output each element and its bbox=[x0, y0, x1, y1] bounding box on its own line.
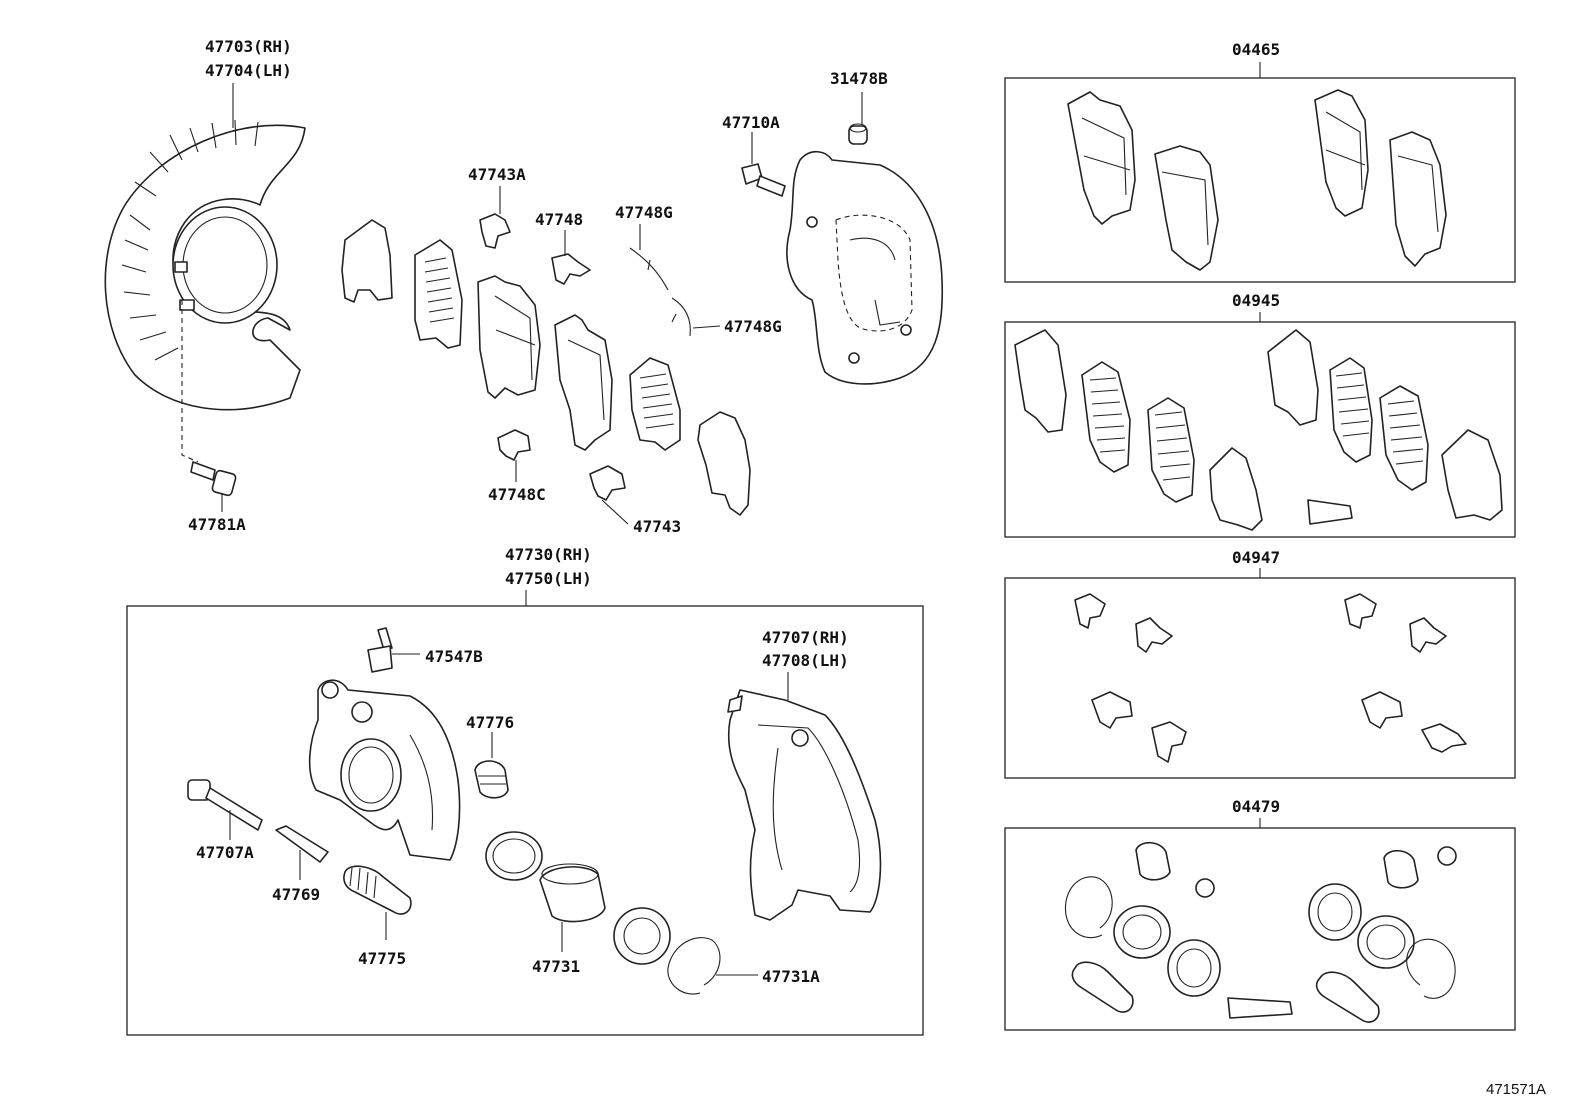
kit-label-04947: 04947 bbox=[1232, 548, 1280, 567]
caliper-assembly-top[interactable] bbox=[786, 150, 944, 385]
slide-bolt-47707a[interactable] bbox=[187, 779, 263, 831]
kit-04947-clips bbox=[1074, 593, 1467, 763]
piston-47731[interactable] bbox=[539, 863, 606, 923]
label-47748c: 47748C bbox=[488, 485, 546, 504]
kit-label-04945: 04945 bbox=[1232, 291, 1280, 310]
kit-label-04479: 04479 bbox=[1232, 797, 1280, 816]
label-47748g-1: 47748G bbox=[615, 203, 673, 222]
slide-bush-47775[interactable] bbox=[343, 865, 412, 915]
piston-boot[interactable] bbox=[613, 907, 671, 965]
label-47769: 47769 bbox=[272, 885, 320, 904]
label-47730: 47730(RH) bbox=[505, 545, 592, 564]
clip-47748c[interactable] bbox=[497, 429, 531, 461]
kit-04479-seals bbox=[1064, 841, 1457, 1023]
bolt-47781a[interactable] bbox=[190, 461, 237, 497]
bleeder-plug-47547b[interactable] bbox=[367, 627, 393, 673]
label-47775: 47775 bbox=[358, 949, 406, 968]
label-47731: 47731 bbox=[532, 957, 580, 976]
caliper-assembly-box bbox=[126, 605, 924, 1036]
label-47731a: 47731A bbox=[762, 967, 820, 986]
piston-seal-ring[interactable] bbox=[485, 831, 543, 881]
anti-squeal-shim-inner-2[interactable] bbox=[629, 357, 681, 451]
set-ring-47731a[interactable] bbox=[667, 937, 721, 995]
kit-04465-box[interactable] bbox=[1004, 77, 1516, 283]
kit-04945-shims bbox=[1014, 329, 1503, 531]
bolt-47710a[interactable] bbox=[741, 163, 786, 197]
label-47748: 47748 bbox=[535, 210, 583, 229]
label-47743: 47743 bbox=[633, 517, 681, 536]
label-47707a: 47707A bbox=[196, 843, 254, 862]
dust-cover-part[interactable] bbox=[104, 119, 306, 411]
clip-47748[interactable] bbox=[551, 253, 591, 285]
slide-pin-47769[interactable] bbox=[275, 825, 329, 863]
label-47547b: 47547B bbox=[425, 647, 483, 666]
label-47707: 47707(RH) bbox=[762, 628, 849, 647]
label-47781a: 47781A bbox=[188, 515, 246, 534]
kit-04947-box[interactable] bbox=[1004, 577, 1516, 779]
label-47748g-2: 47748G bbox=[724, 317, 782, 336]
label-31478b: 31478B bbox=[830, 69, 888, 88]
caliper-mounting-47707[interactable] bbox=[727, 689, 882, 921]
cylinder-boot-47776[interactable] bbox=[474, 760, 509, 799]
label-47703: 47703(RH) bbox=[205, 37, 292, 56]
kit-04465-pads bbox=[1067, 89, 1447, 271]
clip-47743a[interactable] bbox=[479, 213, 511, 249]
disc-brake-pad-2[interactable] bbox=[554, 314, 613, 451]
anti-squeal-shim-outer[interactable] bbox=[341, 219, 393, 303]
figure-id: 471571A bbox=[1486, 1081, 1546, 1098]
label-47708: 47708(LH) bbox=[762, 651, 849, 670]
label-47743a: 47743A bbox=[468, 165, 526, 184]
clip-47743[interactable] bbox=[589, 465, 626, 501]
label-47704: 47704(LH) bbox=[205, 61, 292, 80]
label-47776: 47776 bbox=[466, 713, 514, 732]
kit-04479-box[interactable] bbox=[1004, 827, 1516, 1031]
label-47750: 47750(LH) bbox=[505, 569, 592, 588]
anti-squeal-shim-outer-2[interactable] bbox=[697, 411, 751, 516]
bleeder-cap-31478b[interactable] bbox=[848, 123, 868, 145]
label-47710a: 47710A bbox=[722, 113, 780, 132]
brake-cylinder-47730[interactable] bbox=[308, 679, 461, 861]
anti-squeal-shim-inner-1[interactable] bbox=[414, 239, 463, 349]
wire-spring-47748g-upper[interactable] bbox=[629, 247, 669, 291]
kit-04945-box[interactable] bbox=[1004, 321, 1516, 538]
disc-brake-pad-1[interactable] bbox=[477, 275, 541, 399]
kit-label-04465: 04465 bbox=[1232, 40, 1280, 59]
wire-spring-47748g-lower[interactable] bbox=[671, 297, 691, 337]
